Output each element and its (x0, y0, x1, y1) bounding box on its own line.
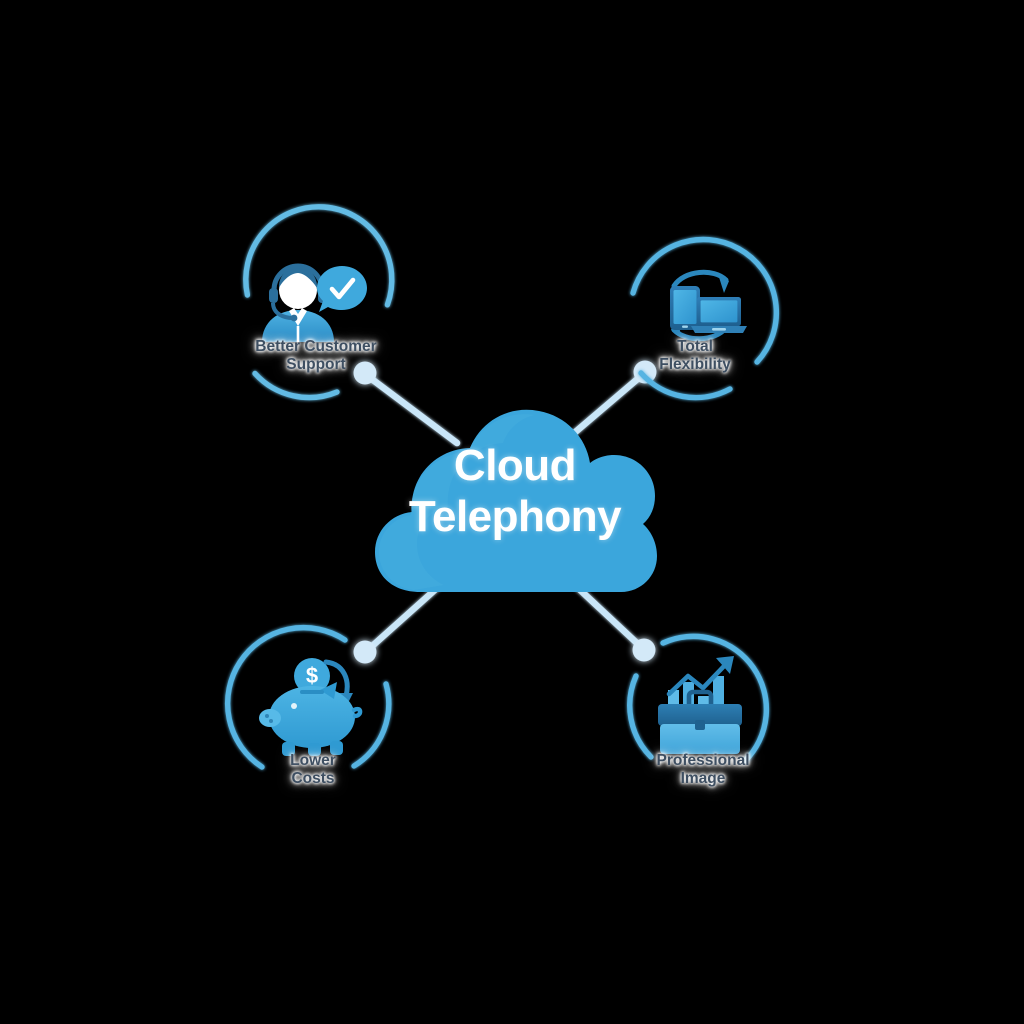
ring-lower-costs (225, 624, 392, 770)
connector-dot-top-left (353, 361, 377, 385)
node-lower-costs[interactable]: $ (225, 624, 392, 770)
spoke-top-right (562, 372, 645, 444)
connector-dot-top-right (633, 360, 657, 384)
checkmark-bubble-icon (317, 266, 367, 312)
node-hit-total-flexibility[interactable] (629, 245, 775, 391)
cloud-icon (375, 409, 657, 592)
node-better-customer-support[interactable] (243, 204, 395, 401)
ring-professional-image (627, 633, 770, 764)
ring-total-flexibility (630, 236, 780, 401)
node-professional-image[interactable] (627, 633, 770, 764)
connector-dot-bottom-left (353, 640, 377, 664)
briefcase-growth-icon (658, 656, 742, 754)
connector-dot-bottom-right (632, 638, 656, 662)
spoke-bottom-right (574, 584, 644, 650)
node-total-flexibility[interactable] (630, 236, 780, 401)
node-hit-cloud-center[interactable] (375, 405, 657, 595)
svg-text:$: $ (306, 663, 318, 688)
node-hit-better-customer-support[interactable] (243, 247, 389, 393)
ring-better-customer-support (243, 204, 395, 401)
piggy-bank-icon: $ (259, 658, 363, 756)
node-hit-professional-image[interactable] (629, 635, 775, 781)
node-hit-lower-costs[interactable] (243, 637, 389, 783)
connector-dots (353, 360, 657, 664)
spoke-top-left (365, 373, 461, 447)
device-sync-icon (670, 269, 747, 342)
spoke-bottom-left (366, 584, 441, 652)
spokes (365, 372, 645, 652)
support-agent-icon (262, 263, 334, 342)
